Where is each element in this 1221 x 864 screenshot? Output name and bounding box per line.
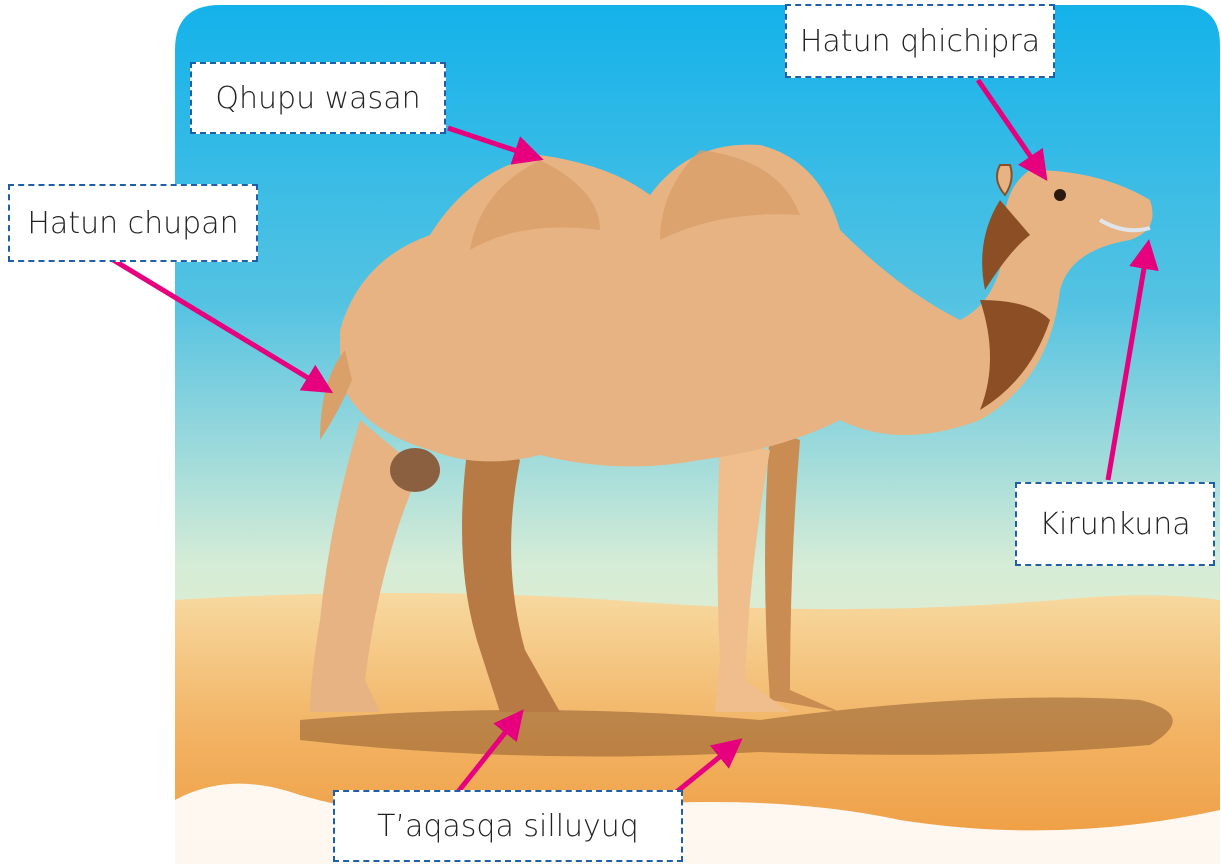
label-mouth: Kirunkuna — [1015, 482, 1215, 566]
label-hump: Qhupu wasan — [190, 62, 446, 134]
label-eye: Hatun qhichipra — [785, 4, 1055, 78]
label-tail: Hatun chupan — [8, 184, 258, 262]
label-foot: T’aqasqa silluyuq — [333, 790, 683, 862]
